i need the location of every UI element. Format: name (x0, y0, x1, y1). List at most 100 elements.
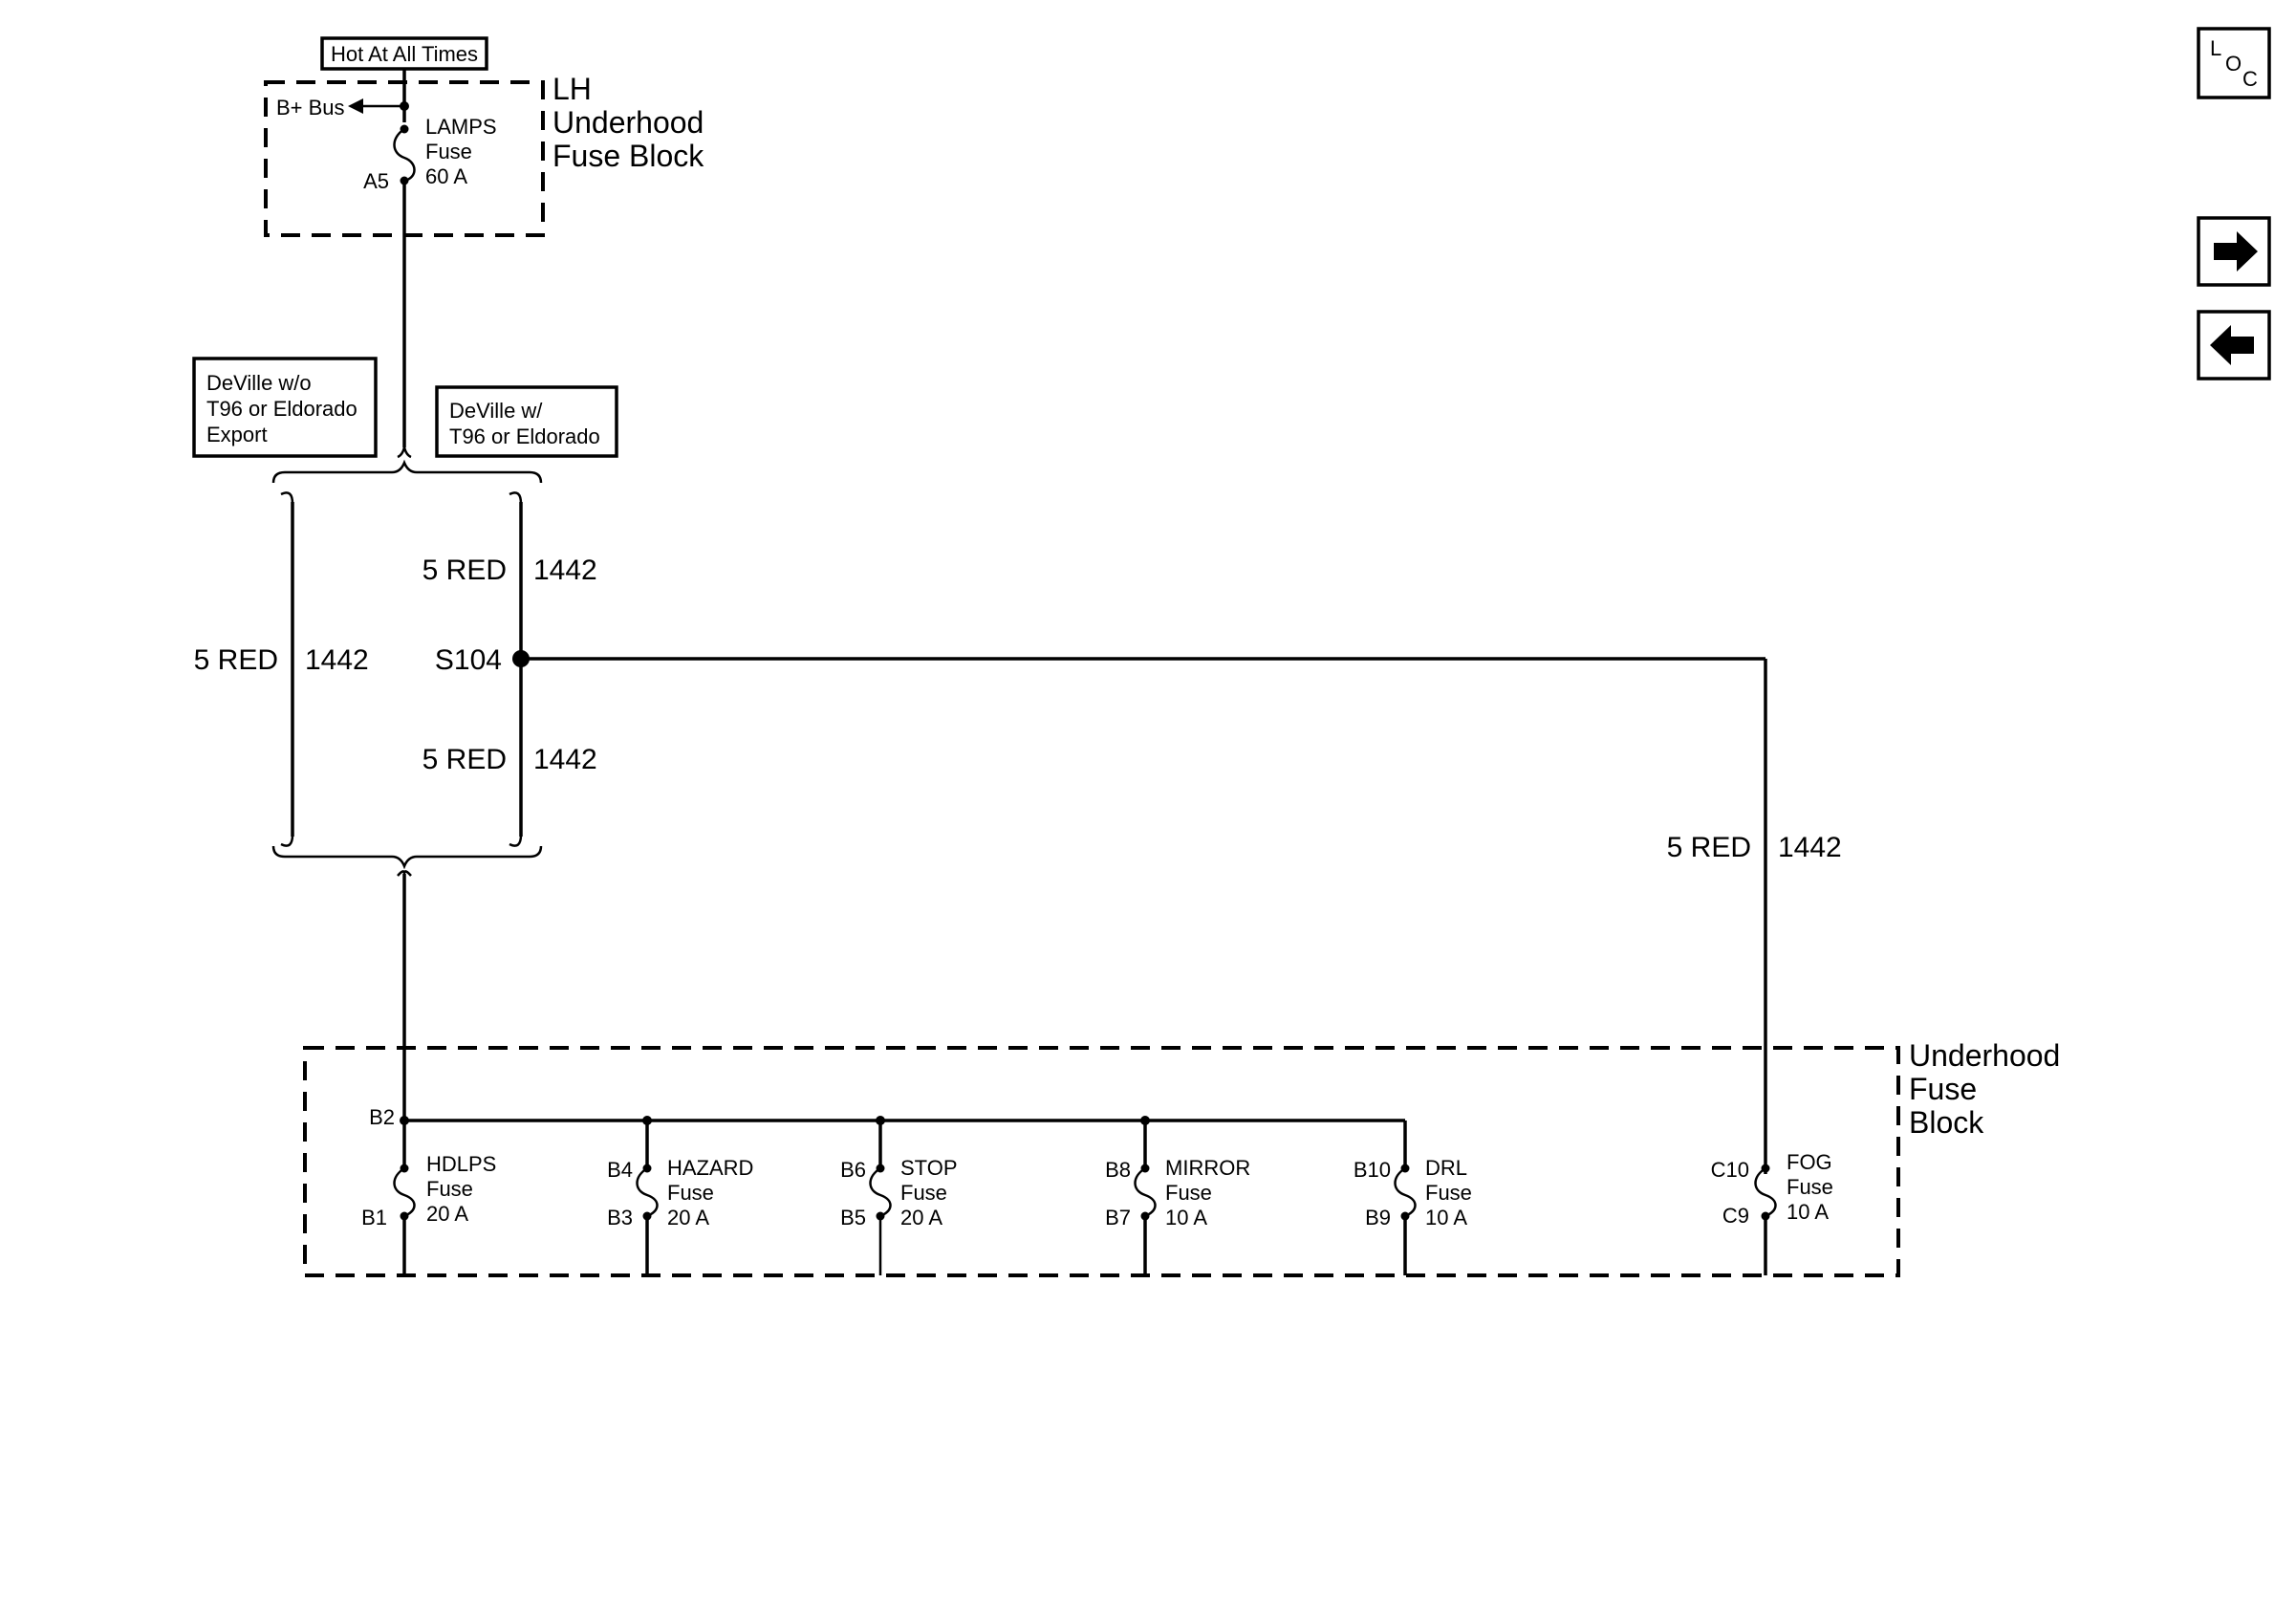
left-wire-bottom-break (280, 834, 294, 847)
stop-pin-top: B6 (840, 1158, 866, 1182)
prev-page-button[interactable] (2197, 310, 2271, 381)
hazard-fuse-symbol (636, 1166, 659, 1218)
loc-icon-o: O (2225, 52, 2242, 76)
hdlps-fuse-symbol (393, 1166, 416, 1218)
hdlps-fuse-rating: 20 A (426, 1202, 468, 1226)
hazard-pin-top: B4 (607, 1158, 633, 1182)
underhood-fuse-block-label-1: Underhood (1909, 1038, 2060, 1073)
underhood-fuse-block-label-3: Block (1909, 1105, 1984, 1140)
bplus-bus-label: B+ Bus (276, 96, 345, 120)
right-wire-gauge-color: 5 RED (1667, 832, 1751, 863)
left-wire-gauge-color: 5 RED (194, 644, 278, 676)
stop-fuse-rating: 20 A (900, 1206, 942, 1229)
hdlps-fuse-type: Fuse (426, 1177, 473, 1201)
right-wire-bottom-break (509, 834, 523, 847)
hdlps-pin-bottom: B1 (361, 1206, 387, 1229)
upper-wire-circuit: 1442 (533, 555, 597, 586)
hazard-fuse-name: HAZARD (667, 1156, 753, 1180)
lamps-fuse-rating: 60 A (425, 164, 467, 188)
fog-pin-top: C10 (1711, 1158, 1749, 1182)
drl-fuse-symbol (1394, 1166, 1417, 1218)
upper-wire-gauge-color: 5 RED (422, 555, 507, 586)
arrow-left-icon (2210, 325, 2254, 365)
splice-label: S104 (435, 644, 502, 676)
lamps-fuse-type: Fuse (425, 140, 472, 163)
underhood-fuse-block-label-2: Fuse (1909, 1072, 1977, 1106)
drl-pin-top: B10 (1354, 1158, 1391, 1182)
stop-fuse-symbol (869, 1166, 892, 1218)
hdlps-pin-top: B2 (369, 1105, 395, 1129)
bplus-bus-arrow-icon (348, 98, 363, 114)
fuse-hdlps: HDLPS Fuse 20 A B1 (361, 1120, 496, 1275)
lamps-fuse-name: LAMPS (425, 115, 497, 139)
hazard-fuse-type: Fuse (667, 1181, 714, 1205)
drl-fuse-name: DRL (1425, 1156, 1467, 1180)
mirror-pin-top: B8 (1105, 1158, 1131, 1182)
right-wire-circuit: 1442 (1778, 832, 1842, 863)
fog-fuse-rating: 10 A (1787, 1200, 1829, 1224)
stop-pin-bottom: B5 (840, 1206, 866, 1229)
left-wire-top-break (280, 491, 294, 505)
mirror-pin-bottom: B7 (1105, 1206, 1131, 1229)
stop-fuse-type: Fuse (900, 1181, 947, 1205)
right-option-wire: 5 RED 1442 5 RED 1442 (422, 491, 597, 847)
hdlps-fuse-name: HDLPS (426, 1152, 496, 1176)
right-wire-top-break (509, 491, 523, 505)
lower-wire-circuit: 1442 (533, 744, 597, 775)
lh-fuse-block-label-2: Underhood (552, 105, 704, 140)
fuse-stop: STOP Fuse 20 A B6 B5 (840, 1120, 958, 1275)
lh-fuse-block-label-1: LH (552, 72, 592, 106)
mirror-fuse-name: MIRROR (1165, 1156, 1250, 1180)
hazard-pin-bottom: B3 (607, 1206, 633, 1229)
fuse-hazard: HAZARD Fuse 20 A B4 B3 (607, 1120, 753, 1275)
lamps-fuse: LAMPS Fuse 60 A A5 (363, 115, 497, 193)
fuse-mirror: MIRROR Fuse 10 A B8 B7 (1105, 1120, 1250, 1275)
stop-fuse-name: STOP (900, 1156, 958, 1180)
option-with-line-2: T96 or Eldorado (449, 424, 600, 448)
fuse-fog: FOG Fuse 10 A C10 C9 (1711, 1150, 1833, 1275)
drl-fuse-type: Fuse (1425, 1181, 1472, 1205)
loc-icon-c: C (2242, 67, 2258, 91)
left-wire-circuit: 1442 (305, 644, 369, 676)
loc-button-frame[interactable] (2197, 27, 2271, 99)
power-label-box (320, 36, 488, 71)
option-without-line-2: T96 or Eldorado (206, 397, 357, 421)
splice-s104: S104 (435, 644, 530, 676)
fuse-drl: DRL Fuse 10 A B10 B9 (1354, 1120, 1472, 1275)
underhood-fuse-block: Underhood Fuse Block (303, 1038, 2060, 1277)
mirror-fuse-type: Fuse (1165, 1181, 1212, 1205)
drl-fuse-rating: 10 A (1425, 1206, 1467, 1229)
fog-pin-bottom: C9 (1722, 1204, 1749, 1228)
upper-option-break (397, 446, 412, 459)
power-label-text: Hot At All Times (331, 42, 478, 66)
arrow-right-icon (2214, 231, 2258, 272)
option-box-with: DeVille w/ T96 or Eldorado (435, 385, 618, 458)
lamps-fuse-symbol (393, 127, 416, 183)
option-box-without-outline (192, 357, 378, 458)
mirror-fuse-rating: 10 A (1165, 1206, 1207, 1229)
fog-fuse-type: Fuse (1787, 1175, 1833, 1199)
drl-pin-bottom: B9 (1365, 1206, 1391, 1229)
underhood-fuse-block-outline (303, 1046, 1900, 1277)
loc-icon: L O C (2210, 36, 2258, 91)
option-with-line-1: DeVille w/ (449, 399, 543, 423)
loc-button[interactable]: L O C (2197, 27, 2271, 99)
upper-option-brace (271, 459, 543, 484)
mirror-fuse-symbol (1134, 1166, 1157, 1218)
left-option-wire: 5 RED 1442 (194, 491, 369, 847)
hazard-fuse-rating: 20 A (667, 1206, 709, 1229)
option-box-without: DeVille w/o T96 or Eldorado Export (192, 357, 378, 458)
option-box-with-outline (435, 385, 618, 458)
loc-icon-l: L (2210, 36, 2221, 60)
lamps-fuse-pin: A5 (363, 169, 389, 193)
fog-fuse-symbol (1754, 1166, 1777, 1218)
option-without-line-3: Export (206, 423, 268, 446)
fog-fuse-name: FOG (1787, 1150, 1832, 1174)
lower-option-brace (271, 845, 543, 870)
next-page-button[interactable] (2197, 216, 2271, 287)
lh-fuse-block-label-3: Fuse Block (552, 139, 704, 173)
power-source-label: Hot At All Times (320, 36, 488, 71)
lower-wire-gauge-color: 5 RED (422, 744, 507, 775)
option-without-line-1: DeVille w/o (206, 371, 312, 395)
